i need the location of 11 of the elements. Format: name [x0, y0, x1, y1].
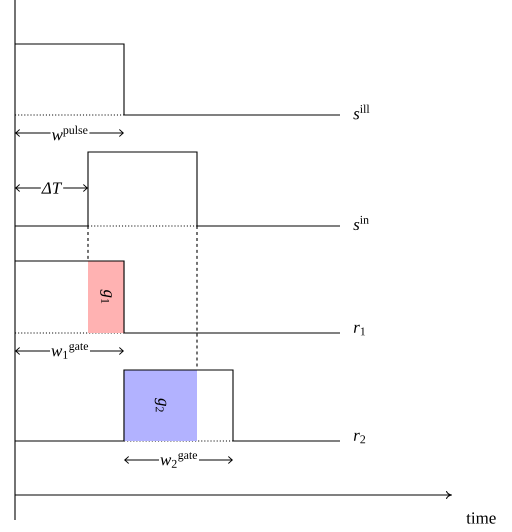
- gate-box: g$_{2}$: [124, 370, 197, 441]
- signal-label: s$^{ill}$: [353, 104, 370, 120]
- signal-label: r$_{1}$: [354, 324, 366, 336]
- gate-box: g$_{1}$: [88, 261, 124, 333]
- dimension-label: w$^{pulse}$: [50, 124, 90, 142]
- dimension-label: w$_{1}$gate: [50, 342, 90, 360]
- signal-label: s$^{in}$: [353, 216, 369, 230]
- dimension-label: w$_{2}$gate: [159, 451, 199, 469]
- dimension-label: ΔT: [40, 181, 64, 195]
- signal-label: time: [466, 512, 496, 524]
- signal-label: r$_{2}$: [354, 432, 366, 444]
